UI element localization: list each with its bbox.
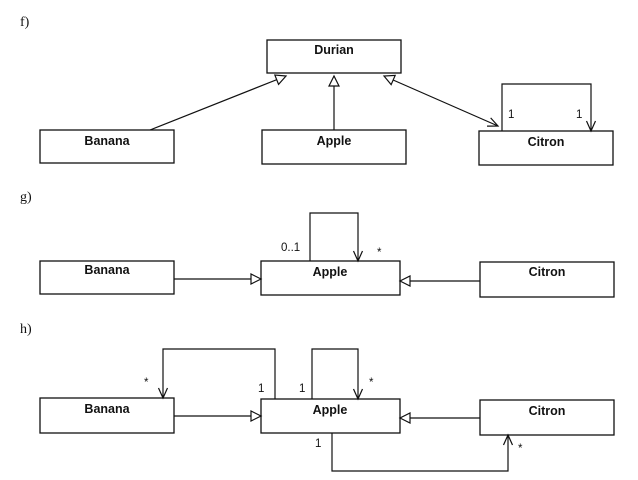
- f-citron-inheritance-arrowhead: [382, 74, 397, 86]
- h-class-citron-name: Citron: [529, 404, 566, 418]
- h-apple-left-multiplicity: 1: [258, 383, 264, 395]
- g-class-apple-name: Apple: [313, 265, 348, 279]
- h-class-banana[interactable]: [39, 397, 175, 434]
- g-apple-self-multiplicity-target: *: [377, 247, 382, 259]
- f-banana-durian-edge: [149, 75, 287, 131]
- h-citron-bottom-multiplicity: *: [518, 443, 523, 455]
- h-class-banana-name: Banana: [84, 402, 130, 416]
- panel-f-label: f): [20, 15, 30, 30]
- h-class-citron[interactable]: [479, 399, 615, 436]
- h-apple-self-multiplicity-source: 1: [299, 383, 305, 395]
- h-banana-multiplicity: *: [144, 377, 149, 389]
- h-apple-self-association: [311, 348, 359, 399]
- h-citron-navigability-arrow: [502, 433, 514, 446]
- h-banana-inheritance-arrowhead: [250, 410, 263, 422]
- g-class-citron-name: Citron: [529, 265, 566, 279]
- f-class-banana-name: Banana: [84, 134, 130, 148]
- f-class-apple[interactable]: [261, 129, 407, 165]
- f-class-durian[interactable]: [266, 39, 402, 74]
- f-citron-multiplicity-left: 1: [508, 109, 514, 121]
- g-citron-inheritance-arrowhead: [398, 275, 411, 287]
- h-apple-citron-association: [331, 433, 509, 472]
- g-apple-self-multiplicity-source: 0..1: [281, 242, 300, 254]
- f-citron-self-association: [501, 83, 592, 131]
- f-class-citron[interactable]: [478, 130, 614, 166]
- f-citron-multiplicity-right: 1: [576, 109, 582, 121]
- h-apple-self-multiplicity-target: *: [369, 377, 374, 389]
- g-banana-inheritance-arrowhead: [250, 273, 263, 285]
- f-apple-inheritance-arrowhead: [328, 74, 340, 87]
- panel-h-label: h): [20, 322, 32, 337]
- h-citron-inheritance-arrowhead: [398, 412, 411, 424]
- f-class-citron-name: Citron: [528, 135, 565, 149]
- h-apple-self-navigability-arrow: [352, 388, 364, 401]
- g-class-banana[interactable]: [39, 260, 175, 295]
- f-class-banana[interactable]: [39, 129, 175, 164]
- h-banana-navigability-arrow: [157, 387, 169, 400]
- g-class-banana-name: Banana: [84, 263, 130, 277]
- h-apple-banana-association: [162, 348, 276, 399]
- g-apple-self-navigability-arrow: [352, 250, 364, 263]
- f-citron-self-navigability-arrow: [585, 120, 597, 133]
- h-apple-bottom-multiplicity: 1: [315, 438, 321, 450]
- f-class-apple-name: Apple: [317, 134, 352, 148]
- panel-g-label: g): [20, 190, 32, 205]
- g-apple-self-association: [309, 212, 359, 261]
- f-banana-inheritance-arrowhead: [273, 74, 288, 86]
- f-class-durian-name: Durian: [314, 43, 354, 57]
- h-class-apple[interactable]: [260, 398, 401, 434]
- g-class-citron[interactable]: [479, 261, 615, 298]
- h-class-apple-name: Apple: [313, 403, 348, 417]
- f-citron-durian-edge: [383, 75, 499, 127]
- f-citron-durian-navigability-arrow: [487, 117, 500, 127]
- g-class-apple[interactable]: [260, 260, 401, 296]
